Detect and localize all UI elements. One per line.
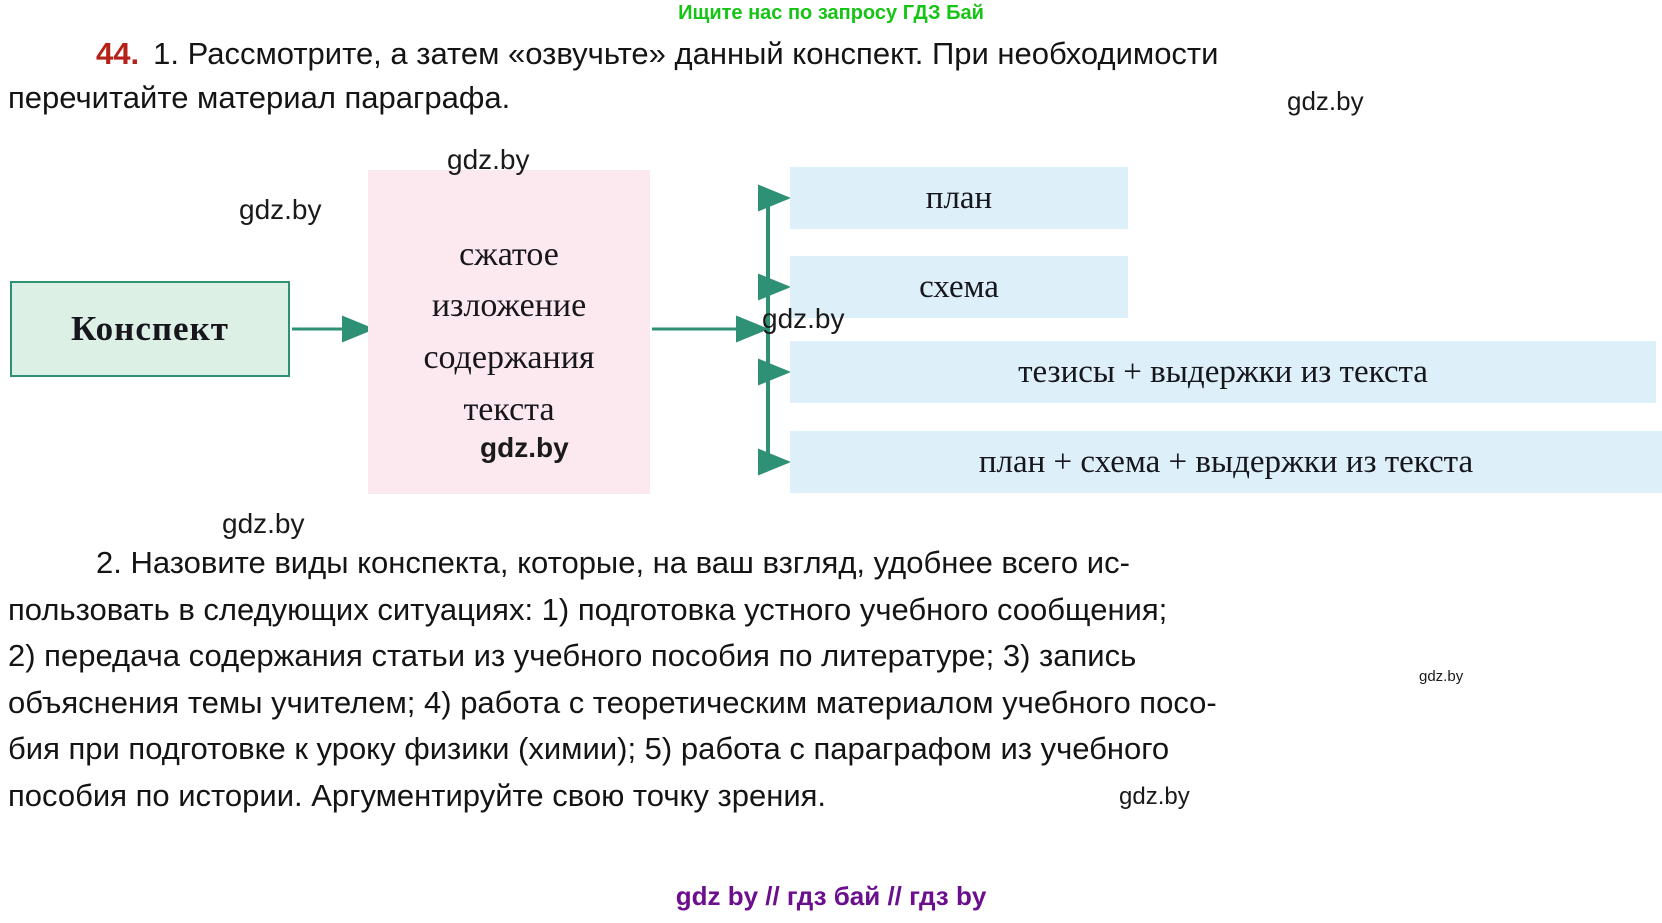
watermark-gdz-3: gdz.by [239,194,322,225]
watermark-gdz-7: gdz.by [1119,783,1190,810]
task-line-1: 1. Рассмотрите, а затем «озвучьте» данны… [153,36,1219,71]
body-line-3: 2) передача содержания статьи из учебног… [8,638,1137,673]
diagram-node-middle-line-3: содержания [423,339,595,376]
diagram-leaf-plan-shema-vyderzhki-label: план + схема + выдержки из текста [978,443,1474,480]
body-line-6: пособия по истории. Аргументируйте свою … [8,777,827,813]
watermark-gdz-6: gdz.by [222,508,305,539]
diagram-leaf-plan: план [790,167,1128,229]
diagram-node-middle-line-4: текста [463,390,555,428]
diagram-leaf-shema-label: схема [919,268,999,305]
watermark-gdz-1: gdz.by [1287,86,1364,116]
body-line-1: 2. Назовите виды конспекта, которые, на … [96,545,1130,580]
diagram-node-root-label: Конспект [71,309,229,348]
diagram-leaf-tezisy-label: тезисы + выдержки из текста [1018,353,1428,390]
diagram-leaf-shema: схема [790,256,1128,318]
watermark-gdz-2: gdz.by [447,144,530,175]
diagram-leaf-plan-label: план [925,179,993,216]
footer-links[interactable]: gdz by // гдз бай // гдз by [675,881,987,911]
diagram-node-middle-line-2: изложение [431,287,587,325]
promo-banner: Ищите нас по запросу ГДЗ Бай [678,2,984,24]
diagram-node-middle-line-1: сжатое [459,235,559,273]
watermark-gdz-8: gdz.by [1419,668,1464,685]
diagram-node-root: Конспект [10,281,290,377]
watermark-gdz-4: gdz.by [480,432,569,463]
diagram-leaf-tezisy: тезисы + выдержки из текста [790,341,1656,403]
task-number: 44. [96,36,140,71]
task-heading-block: 44. 1. Рассмотрите, а затем «озвучьте» да… [8,32,1656,120]
exercise-body-block: 2. Назовите виды конспекта, которые, на … [8,540,1656,819]
body-line-2: пользовать в следующих ситуациях: 1) под… [8,591,1168,627]
watermark-gdz-5: gdz.by [762,303,845,334]
body-line-4: объяснения темы учителем; 4) работа с те… [8,684,1217,720]
diagram-leaf-plan-shema-vyderzhki: план + схема + выдержки из текста [790,431,1662,493]
body-line-5: бия при подготовке к уроку физики (химии… [8,731,1170,766]
diagram-node-middle: сжатое изложение содержания текста [368,170,650,494]
task-line-2: перечитайте материал параграфа. [8,80,511,116]
